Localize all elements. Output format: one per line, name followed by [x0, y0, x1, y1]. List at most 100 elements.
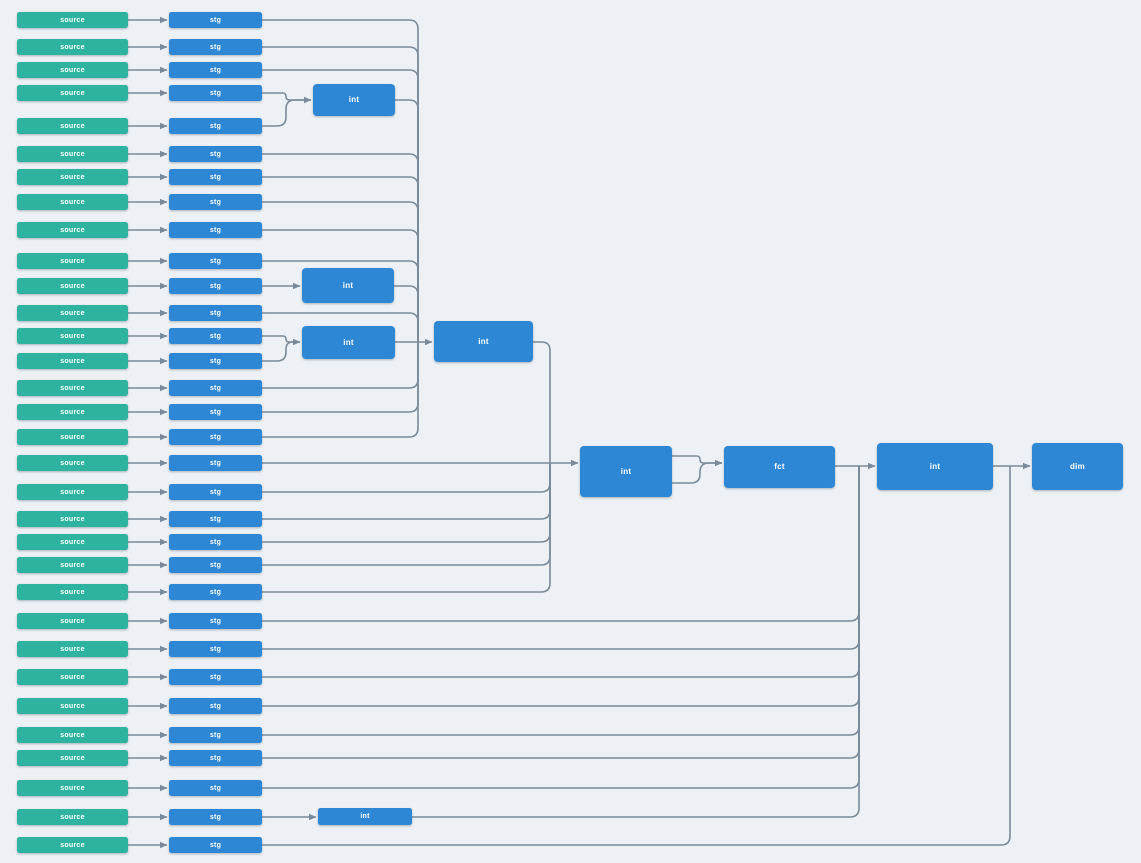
int-d-node[interactable]: int — [434, 321, 533, 362]
source-node-3[interactable]: source — [17, 62, 128, 78]
stg-node-3[interactable]: stg — [169, 62, 262, 78]
stg-node-1[interactable]: stg — [169, 12, 262, 28]
stg-node-19[interactable]: stg — [169, 484, 262, 500]
stg-node-5[interactable]: stg — [169, 118, 262, 134]
stg-node-18[interactable]: stg — [169, 455, 262, 471]
arrowhead — [160, 488, 168, 496]
source-node-23[interactable]: source — [17, 584, 128, 600]
arrowhead — [160, 309, 168, 317]
stg-node-17[interactable]: stg — [169, 429, 262, 445]
source-node-19[interactable]: source — [17, 484, 128, 500]
stg-node-21[interactable]: stg — [169, 534, 262, 550]
stg-node-32[interactable]: stg — [169, 837, 262, 853]
source-node-5[interactable]: source — [17, 118, 128, 134]
stg-node-23[interactable]: stg — [169, 584, 262, 600]
stg-node-24[interactable]: stg — [169, 613, 262, 629]
node-label: stg — [209, 784, 222, 792]
edge — [533, 341, 551, 463]
node-label: int — [348, 95, 360, 104]
stg-node-8[interactable]: stg — [169, 194, 262, 210]
source-node-16[interactable]: source — [17, 404, 128, 420]
node-label: source — [60, 357, 85, 365]
stg-node-29[interactable]: stg — [169, 750, 262, 766]
edge — [262, 46, 419, 342]
stg-node-26[interactable]: stg — [169, 669, 262, 685]
source-node-31[interactable]: source — [17, 809, 128, 825]
stg-node-11[interactable]: stg — [169, 278, 262, 294]
int-e-node[interactable]: int — [580, 446, 672, 497]
source-node-32[interactable]: source — [17, 837, 128, 853]
stg-node-6[interactable]: stg — [169, 146, 262, 162]
node-label: stg — [209, 43, 222, 51]
source-node-27[interactable]: source — [17, 698, 128, 714]
stg-node-4[interactable]: stg — [169, 85, 262, 101]
int-c-node[interactable]: int — [302, 326, 395, 359]
source-node-20[interactable]: source — [17, 511, 128, 527]
stg-node-27[interactable]: stg — [169, 698, 262, 714]
source-node-7[interactable]: source — [17, 169, 128, 185]
source-node-18[interactable]: source — [17, 455, 128, 471]
edge — [262, 335, 300, 343]
stg-node-2[interactable]: stg — [169, 39, 262, 55]
source-node-30[interactable]: source — [17, 780, 128, 796]
edge — [262, 463, 551, 593]
source-node-28[interactable]: source — [17, 727, 128, 743]
source-node-24[interactable]: source — [17, 613, 128, 629]
source-node-4[interactable]: source — [17, 85, 128, 101]
stg-node-13[interactable]: stg — [169, 328, 262, 344]
stg-node-9[interactable]: stg — [169, 222, 262, 238]
edge — [394, 285, 419, 342]
stg-node-7[interactable]: stg — [169, 169, 262, 185]
edge — [262, 201, 419, 342]
node-label: source — [60, 538, 85, 546]
stg-node-20[interactable]: stg — [169, 511, 262, 527]
source-node-21[interactable]: source — [17, 534, 128, 550]
source-node-29[interactable]: source — [17, 750, 128, 766]
dim-node[interactable]: dim — [1032, 443, 1123, 490]
source-node-9[interactable]: source — [17, 222, 128, 238]
arrowhead — [293, 282, 301, 290]
stg-node-14[interactable]: stg — [169, 353, 262, 369]
source-node-14[interactable]: source — [17, 353, 128, 369]
stg-node-15[interactable]: stg — [169, 380, 262, 396]
stg-node-22[interactable]: stg — [169, 557, 262, 573]
source-node-8[interactable]: source — [17, 194, 128, 210]
int-f-node[interactable]: int — [877, 443, 993, 490]
stg-node-28[interactable]: stg — [169, 727, 262, 743]
stg-node-30[interactable]: stg — [169, 780, 262, 796]
source-node-17[interactable]: source — [17, 429, 128, 445]
source-node-26[interactable]: source — [17, 669, 128, 685]
node-label: source — [60, 784, 85, 792]
arrowhead — [160, 198, 168, 206]
node-label: stg — [209, 515, 222, 523]
source-node-6[interactable]: source — [17, 146, 128, 162]
node-label: source — [60, 173, 85, 181]
source-node-11[interactable]: source — [17, 278, 128, 294]
edge — [262, 99, 311, 127]
source-node-13[interactable]: source — [17, 328, 128, 344]
edge — [262, 153, 419, 342]
node-label: stg — [209, 309, 222, 317]
stg-node-10[interactable]: stg — [169, 253, 262, 269]
source-node-25[interactable]: source — [17, 641, 128, 657]
int-g-node[interactable]: int — [318, 808, 412, 825]
source-node-2[interactable]: source — [17, 39, 128, 55]
source-node-12[interactable]: source — [17, 305, 128, 321]
stg-node-31[interactable]: stg — [169, 809, 262, 825]
source-node-15[interactable]: source — [17, 380, 128, 396]
node-label: int — [343, 337, 354, 347]
node-label: stg — [209, 66, 222, 74]
edge — [672, 462, 722, 484]
source-node-10[interactable]: source — [17, 253, 128, 269]
source-node-22[interactable]: source — [17, 557, 128, 573]
stg-node-12[interactable]: stg — [169, 305, 262, 321]
stg-node-25[interactable]: stg — [169, 641, 262, 657]
node-label: stg — [209, 122, 222, 130]
stg-node-16[interactable]: stg — [169, 404, 262, 420]
node-label: int — [342, 280, 354, 290]
source-node-1[interactable]: source — [17, 12, 128, 28]
int-b-node[interactable]: int — [302, 268, 394, 303]
int-a-node[interactable]: int — [313, 84, 395, 116]
node-label: stg — [209, 357, 222, 365]
fct-node[interactable]: fct — [724, 446, 835, 488]
